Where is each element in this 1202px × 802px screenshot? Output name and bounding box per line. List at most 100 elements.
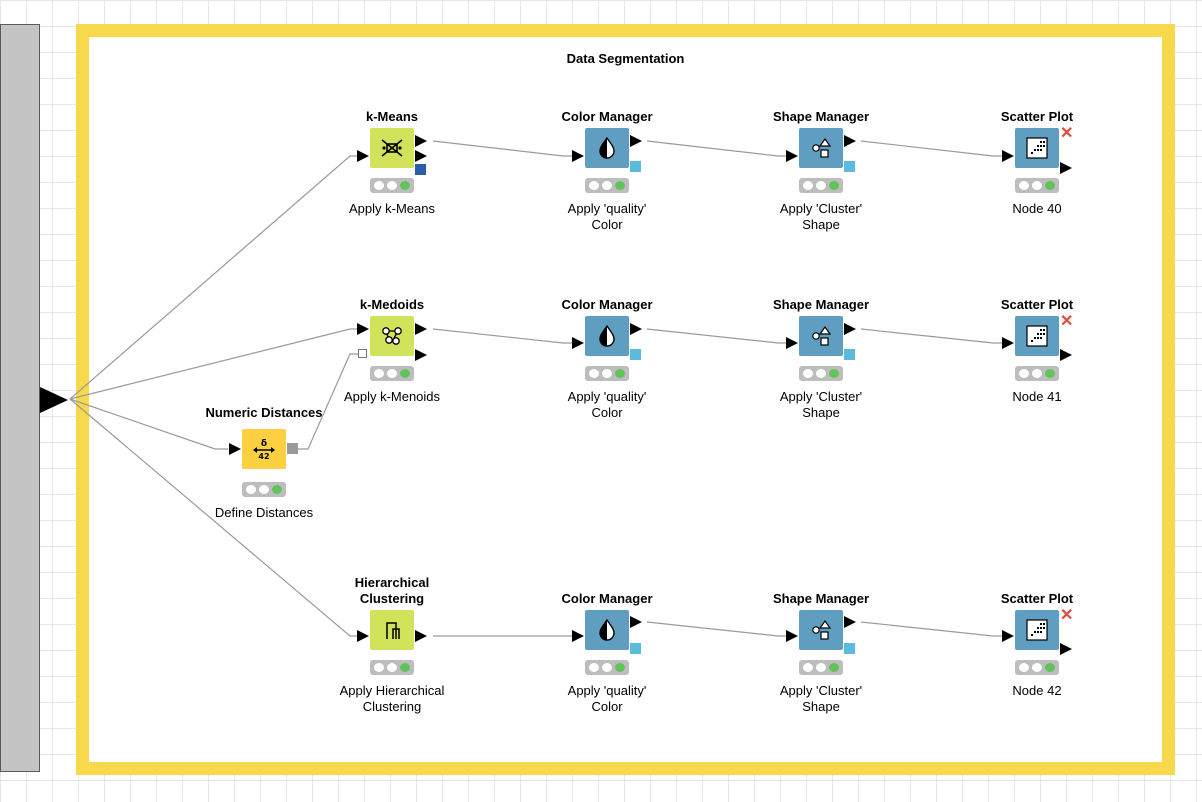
svg-text:42: 42 [258, 452, 269, 461]
node-icon-box[interactable] [799, 610, 843, 650]
node-label[interactable]: Node 42 [1012, 683, 1062, 698]
node-title: Color Manager [561, 591, 653, 606]
node-title: k-Medoids [359, 297, 425, 312]
close-icon[interactable]: ✕ [1060, 607, 1074, 624]
node-label[interactable]: Node 41 [1012, 389, 1062, 404]
output-port[interactable] [630, 135, 642, 147]
node-hierarchical-clustering[interactable]: Hierarchical Clustering Apply Hierarchic… [332, 575, 452, 721]
scatter-plot-icon [1026, 619, 1048, 641]
node-icon-box[interactable] [799, 128, 843, 168]
node-title: Shape Manager [772, 591, 870, 606]
input-port[interactable] [786, 337, 798, 349]
node-label[interactable]: Apply 'quality' Color [567, 389, 647, 420]
output-port[interactable] [630, 616, 642, 628]
color-manager-icon [599, 137, 615, 159]
node-color-manager-2[interactable]: Color Manager Apply 'quality' Color [547, 297, 667, 427]
shape-output-port[interactable] [844, 161, 855, 172]
shape-output-port[interactable] [844, 349, 855, 360]
node-shape-manager-1[interactable]: Shape Manager Apply 'Cluster' Shape [761, 109, 881, 239]
node-icon-box[interactable]: δ 42 [242, 429, 286, 469]
shape-output-port[interactable] [844, 643, 855, 654]
output-port[interactable] [415, 135, 427, 147]
output-port[interactable] [844, 616, 856, 628]
node-label[interactable]: Apply 'Cluster' Shape [779, 683, 863, 714]
input-port[interactable] [786, 630, 798, 642]
node-icon-box[interactable] [1015, 610, 1059, 650]
color-output-port[interactable] [630, 349, 641, 360]
node-icon-box[interactable] [1015, 128, 1059, 168]
node-icon-box[interactable] [799, 316, 843, 356]
close-icon[interactable]: ✕ [1060, 313, 1074, 330]
node-label[interactable]: Apply 'Cluster' Shape [779, 201, 863, 232]
node-label[interactable]: Apply k-Menoids [343, 389, 441, 404]
node-icon-box[interactable] [370, 316, 414, 356]
output-port[interactable] [415, 349, 427, 361]
node-title: Hierarchical Clustering [354, 575, 430, 606]
node-shape-manager-2[interactable]: Shape Manager Apply 'Cluster' Shape [761, 297, 881, 427]
output-port[interactable] [415, 323, 427, 335]
input-port[interactable] [357, 150, 369, 162]
input-port[interactable] [357, 323, 369, 335]
node-title: Numeric Distances [205, 405, 323, 420]
metanode-input-bar [0, 24, 40, 772]
status-traffic-light [799, 660, 843, 675]
node-color-manager-3[interactable]: Color Manager Apply 'quality' Color [547, 591, 667, 721]
node-kmeans[interactable]: k-Means Apply k-Means [332, 109, 452, 239]
input-port[interactable] [357, 630, 369, 642]
output-port[interactable] [844, 323, 856, 335]
status-traffic-light [799, 366, 843, 381]
node-icon-box[interactable] [370, 610, 414, 650]
input-port[interactable] [572, 630, 584, 642]
status-traffic-light [585, 366, 629, 381]
input-port[interactable] [1002, 150, 1014, 162]
node-title: Scatter Plot [1000, 109, 1074, 124]
status-traffic-light [1015, 178, 1059, 193]
node-icon-box[interactable] [1015, 316, 1059, 356]
output-port[interactable] [1060, 162, 1072, 174]
model-output-port[interactable] [415, 164, 426, 175]
node-icon-box[interactable] [585, 610, 629, 650]
color-output-port[interactable] [630, 643, 641, 654]
node-scatter-plot-1[interactable]: Scatter Plot ✕ Node 40 [977, 109, 1097, 239]
metanode-input-port[interactable] [40, 387, 68, 413]
node-label[interactable]: Apply Hierarchical Clustering [339, 683, 445, 714]
input-port[interactable] [786, 150, 798, 162]
node-shape-manager-3[interactable]: Shape Manager Apply 'Cluster' Shape [761, 591, 881, 721]
close-icon[interactable]: ✕ [1060, 125, 1074, 142]
status-traffic-light [370, 178, 414, 193]
shape-manager-icon [812, 325, 832, 346]
input-port[interactable] [572, 150, 584, 162]
color-output-port[interactable] [630, 161, 641, 172]
output-port[interactable] [844, 135, 856, 147]
node-color-manager-1[interactable]: Color Manager Apply 'quality' Color [547, 109, 667, 239]
input-port[interactable] [572, 337, 584, 349]
node-icon-box[interactable] [585, 128, 629, 168]
node-scatter-plot-3[interactable]: Scatter Plot ✕ Node 42 [977, 591, 1097, 721]
output-port[interactable] [415, 150, 427, 162]
node-kmedoids[interactable]: k-Medoids Apply k-Menoids [332, 297, 452, 427]
status-traffic-light [370, 660, 414, 675]
output-port[interactable] [1060, 349, 1072, 361]
output-port[interactable] [1060, 643, 1072, 655]
node-title: Color Manager [561, 109, 653, 124]
node-label[interactable]: Node 40 [1012, 201, 1062, 216]
node-label[interactable]: Apply 'Cluster' Shape [779, 389, 863, 420]
input-port[interactable] [1002, 337, 1014, 349]
node-label[interactable]: Define Distances [214, 505, 314, 520]
node-numeric-distances[interactable]: Numeric Distances δ 42 Define Distances [204, 405, 324, 535]
node-label[interactable]: Apply k-Means [349, 201, 435, 216]
node-scatter-plot-2[interactable]: Scatter Plot ✕ Node 41 [977, 297, 1097, 427]
output-port[interactable] [630, 323, 642, 335]
node-icon-box[interactable] [585, 316, 629, 356]
input-port[interactable] [1002, 630, 1014, 642]
status-traffic-light [799, 178, 843, 193]
status-traffic-light [1015, 366, 1059, 381]
node-icon-box[interactable] [370, 128, 414, 168]
output-port[interactable] [415, 630, 427, 642]
distance-output-port[interactable] [287, 443, 298, 454]
node-label[interactable]: Apply 'quality' Color [567, 683, 647, 714]
status-traffic-light [585, 660, 629, 675]
distance-input-port[interactable] [358, 349, 367, 358]
node-label[interactable]: Apply 'quality' Color [567, 201, 647, 232]
input-port[interactable] [229, 443, 241, 455]
